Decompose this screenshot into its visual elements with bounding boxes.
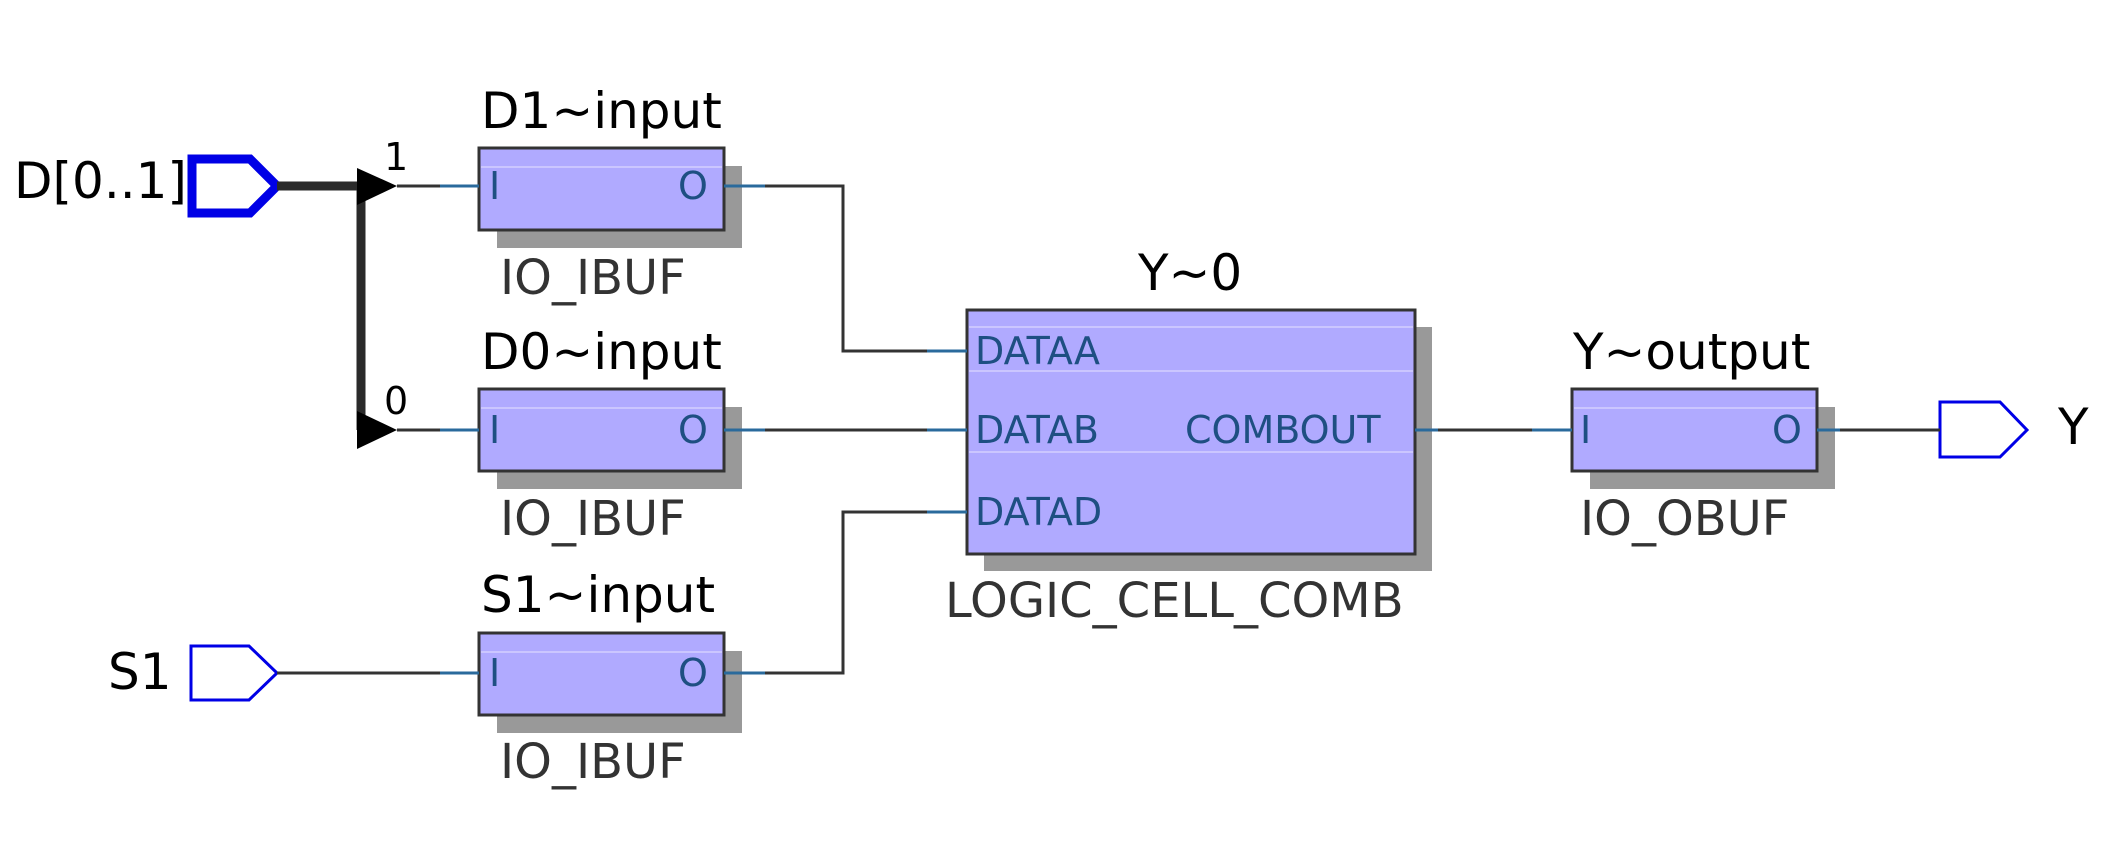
cell-y0[interactable]: Y~0 DATAA DATAB DATAD COMBOUT LOGIC_CELL… [927,244,1438,629]
cell-y0-type: LOGIC_CELL_COMB [945,573,1404,629]
bus-bit-0-label: 0 [384,379,408,423]
cell-y0-port-combout: COMBOUT [1185,408,1381,452]
cell-s1-title: S1~input [481,566,715,624]
output-pin-icon [1938,400,2030,459]
input-pin-bus-icon [187,154,284,218]
cell-s1-type: IO_IBUF [500,734,686,790]
bus-d[interactable] [277,181,366,430]
pin-y[interactable]: Y [1938,398,2089,459]
cell-s1-input[interactable]: S1~input I O IO_IBUF [440,566,765,790]
pin-s1[interactable]: S1 [108,643,280,702]
cell-d1-port-out: O [678,164,708,208]
cell-y-output[interactable]: Y~output I O IO_OBUF [1532,323,1840,547]
cell-d1-body [477,146,726,232]
pin-y-label: Y [2057,398,2089,456]
cell-d1-title: D1~input [481,82,722,140]
wires [277,184,1940,675]
cell-yout-body [1570,387,1819,473]
cell-d1-port-in: I [489,164,500,208]
input-pin-icon [189,644,280,702]
pin-s1-label: S1 [108,643,172,701]
pin-d-label: D[0..1] [14,152,187,210]
bus-tap-arrow-icon [357,411,397,449]
pin-d[interactable]: D[0..1] [14,152,284,218]
cell-yout-port-in: I [1580,408,1591,452]
wire-s1-to-datad [765,510,927,675]
cell-s1-port-out: O [678,651,708,695]
cell-d0-port-in: I [489,408,500,452]
cell-d0-port-out: O [678,408,708,452]
cell-d0-input[interactable]: D0~input I O IO_IBUF [440,323,765,547]
cell-d1-type: IO_IBUF [500,250,686,306]
cell-y0-title: Y~0 [1137,244,1242,302]
cell-yout-title: Y~output [1572,323,1810,381]
cell-s1-port-in: I [489,651,500,695]
cell-y0-body [965,308,1417,556]
cell-yout-type: IO_OBUF [1580,491,1789,547]
cell-y0-port-datad: DATAD [975,490,1102,534]
cell-y0-port-dataa: DATAA [975,329,1100,373]
cell-y0-port-datab: DATAB [975,408,1099,452]
cell-d1-input[interactable]: D1~input I O IO_IBUF [440,82,765,306]
cell-yout-port-out: O [1772,408,1802,452]
cell-d0-title: D0~input [481,323,722,381]
bus-bit-1-label: 1 [384,135,408,179]
cell-d0-type: IO_IBUF [500,491,686,547]
wire-d1-to-dataa [765,184,927,353]
bus-tap-arrow-icon [357,168,397,205]
